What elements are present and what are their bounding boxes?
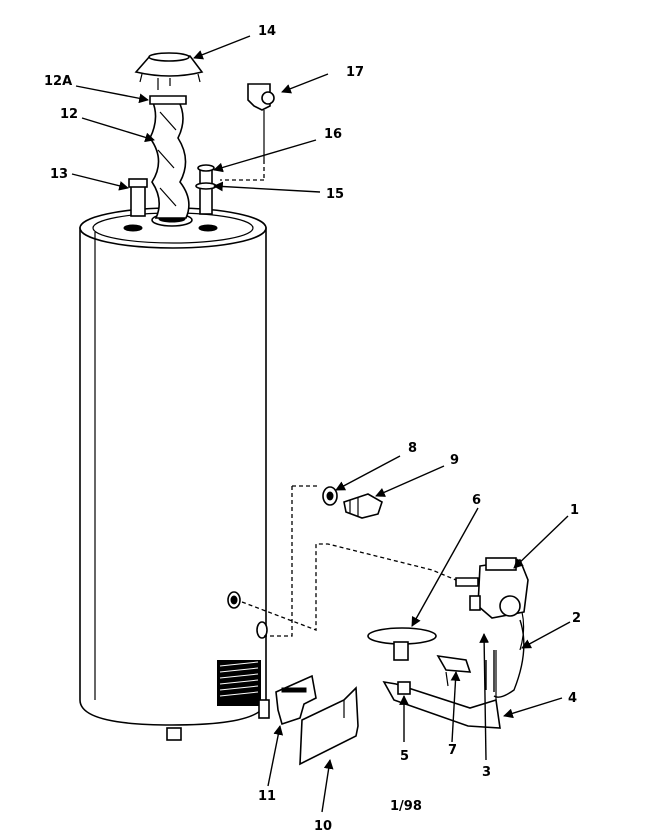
callout-1: 1	[570, 503, 579, 518]
part-3-pilot-tube	[485, 650, 495, 692]
callout-11: 11	[258, 789, 276, 804]
callout-9: 9	[450, 453, 459, 468]
callout-13: 13	[50, 167, 68, 182]
callout-16: 15	[326, 187, 344, 202]
callout-8: 8	[408, 441, 417, 456]
part-10-outer-door	[299, 686, 359, 766]
callout-17: 17	[346, 65, 364, 80]
callout-3: 3	[482, 765, 491, 780]
part-16-heat-trap	[195, 182, 217, 190]
callout-10: 10	[314, 819, 332, 834]
callout-leaders	[71, 35, 571, 813]
water-heater-tank	[79, 207, 270, 741]
part-12-flue-baffle	[149, 99, 190, 219]
part-14-draft-hood	[134, 52, 204, 90]
part-9-drain-valve	[343, 493, 383, 519]
callout-7: 7	[448, 743, 457, 758]
callout-12a: 12A	[44, 74, 72, 89]
callout-2: 2	[572, 611, 581, 626]
callout-5: 5	[400, 749, 409, 764]
part-13-nipple	[128, 178, 148, 217]
part-11-inner-door	[275, 674, 317, 726]
callout-12: 12	[60, 107, 78, 122]
hidden-routing-lines	[241, 485, 457, 637]
callout-4: 4	[568, 691, 577, 706]
callout-6: 6	[472, 493, 481, 508]
part-5-orifice	[397, 681, 411, 695]
part-1-gas-control-valve	[455, 557, 529, 651]
part-12a-baffle-hanger	[149, 95, 187, 105]
part-7-pilot	[436, 654, 472, 687]
revision-date: 1/98	[390, 799, 422, 814]
part-17-relief-valve	[220, 83, 275, 181]
part-6-burner	[367, 627, 437, 661]
part-2-thermocouple	[493, 619, 525, 698]
callout-14: 14	[258, 24, 276, 39]
part-8-washer	[322, 486, 338, 506]
callout-15: 16	[324, 127, 342, 142]
